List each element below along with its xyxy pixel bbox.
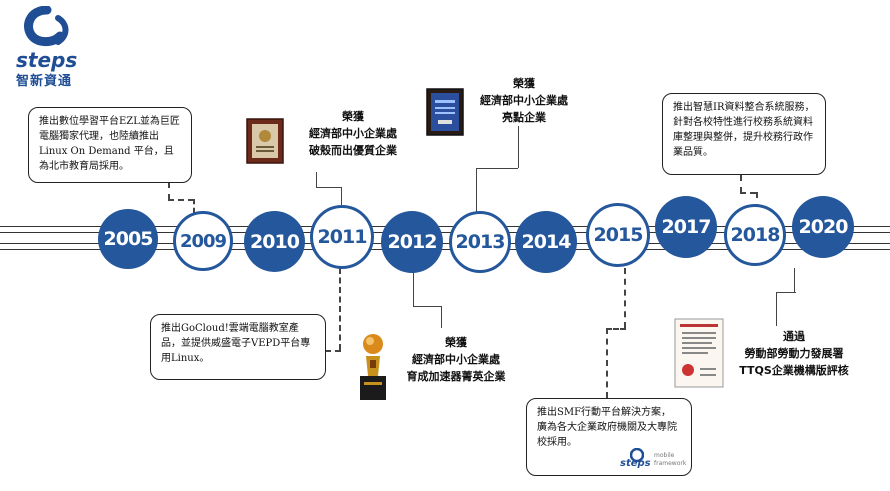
connector-2012-h [413, 306, 441, 307]
event-box-2015: 推出SMF行動平台解決方案，廣為各大企業政府機關及大專院校採用。 [526, 398, 692, 476]
connector-2011-v2 [341, 187, 342, 205]
year-2011: 2011 [310, 205, 374, 269]
connector-2005 [168, 182, 170, 200]
award-2011-line2: 經濟部中小企業處 [309, 127, 397, 140]
year-2005: 2005 [98, 209, 158, 269]
event-box-2018: 推出智慧IR資料整合系統服務，針對各校特性進行校務系統資料庫整理與整併，提升校務… [662, 93, 826, 175]
year-2018: 2018 [724, 204, 786, 266]
connector-2010 [339, 268, 341, 350]
year-2013: 2013 [449, 211, 511, 273]
year-2017: 2017 [655, 196, 717, 258]
award-text-2013: 榮獲 經濟部中小企業處 亮點企業 [462, 75, 586, 126]
plaque-2011-icon [246, 118, 284, 164]
timeline-line-1 [0, 226, 890, 227]
award-trophy-2012 [356, 332, 390, 404]
logo-wordmark: steps [16, 48, 78, 72]
connector-2018-v2 [756, 192, 758, 210]
connector-2015 [624, 268, 626, 328]
year-2020: 2020 [792, 196, 854, 258]
plaque-2013-icon [426, 88, 464, 136]
smf-logo-wordmark: steps [620, 458, 651, 469]
certificate-2020-icon [674, 318, 724, 388]
connector-2013 [476, 168, 477, 214]
award-2013-line3: 亮點企業 [502, 111, 546, 124]
connector-2011 [316, 172, 317, 188]
year-2015: 2015 [586, 203, 650, 267]
year-2010: 2010 [244, 211, 305, 272]
connector-2018 [740, 175, 742, 193]
award-text-2012: 榮獲 經濟部中小企業處 育成加速器菁英企業 [392, 334, 520, 385]
award-2013-line2: 經濟部中小企業處 [480, 94, 568, 107]
connector-2011-h [316, 187, 342, 188]
connector-2015-h [606, 328, 626, 330]
award-2020-line2: 勞動部勞動力發展署 [744, 347, 844, 360]
logo-subtitle: 智新資通 [16, 74, 73, 89]
timeline-line-2 [0, 232, 890, 233]
award-2020-line3: TTQS企業機構版評核 [739, 364, 849, 377]
connector-2020-v2 [776, 292, 777, 326]
company-logo: steps 智新資通 [14, 6, 84, 89]
connector-2012-v2 [441, 306, 442, 328]
connector-2020 [794, 268, 795, 292]
year-2014: 2014 [515, 211, 577, 273]
award-plaque-2011 [246, 118, 284, 164]
award-2012-line3: 育成加速器菁英企業 [406, 370, 506, 383]
award-2011-line1: 榮獲 [342, 110, 364, 123]
logo-mark-icon [24, 6, 69, 47]
award-2012-line1: 榮獲 [445, 336, 467, 349]
connector-2013-v2 [518, 126, 519, 168]
connector-2020-h [776, 292, 796, 293]
timeline-line-4 [0, 249, 890, 250]
award-plaque-2013 [426, 88, 464, 136]
connector-2012 [413, 268, 414, 306]
smf-logo-mark-icon [630, 448, 644, 462]
smf-logo: steps mobile framework [620, 448, 688, 470]
connector-2018-h [740, 192, 756, 194]
award-certificate-2020 [674, 318, 724, 388]
award-2013-line1: 榮獲 [513, 77, 535, 90]
connector-2013-h [476, 168, 518, 169]
smf-logo-tag1: mobile [654, 452, 675, 459]
year-2009: 2009 [173, 211, 233, 271]
event-box-2010: 推出GoCloud!雲端電腦教室產品，並提供威盛電子VEPD平台專用Linux。 [150, 314, 326, 380]
year-2012: 2012 [381, 211, 443, 273]
award-text-2011: 榮獲 經濟部中小企業處 破殼而出優質企業 [292, 108, 414, 159]
smf-logo-tag2: framework [654, 460, 687, 467]
trophy-2012-icon [360, 334, 386, 400]
award-2011-line3: 破殼而出優質企業 [309, 144, 397, 157]
event-box-2005: 推出數位學習平台EZL並為巨匠電腦獨家代理，也陸續推出 Linux On Dem… [28, 107, 192, 183]
award-text-2020: 通過 勞動部勞動力發展署 TTQS企業機構版評核 [728, 328, 860, 379]
award-2020-line1: 通過 [783, 330, 805, 343]
connector-2015-v2 [606, 328, 608, 398]
award-2012-line2: 經濟部中小企業處 [412, 353, 500, 366]
connector-2005-h [168, 199, 194, 201]
connector-2010-h [325, 350, 341, 352]
timeline-line-3 [0, 243, 890, 244]
connector-2005-v2 [193, 199, 195, 213]
